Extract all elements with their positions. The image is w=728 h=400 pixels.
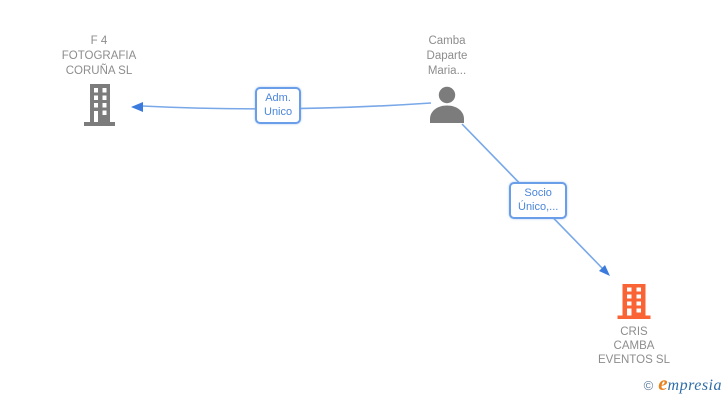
node-name-line: F 4 [90, 35, 108, 47]
node-name-line: Camba [428, 35, 466, 47]
node-name-line: CRIS [620, 326, 648, 338]
building-icon [83, 84, 115, 126]
edge-label-adm-unico[interactable]: Adm. Unico [255, 87, 302, 124]
person-icon [430, 86, 464, 123]
empresia-wordmark: empresia [658, 371, 722, 396]
node-cris-camba-eventos-sl[interactable]: CRIS CAMBA EVENTOS SL [564, 284, 704, 367]
edge-label-line: Adm. [265, 92, 291, 104]
edge-socio-unico-arrowhead [599, 265, 610, 276]
edge-adm-unico-arrowhead [131, 102, 143, 112]
edge-label-line: Único,... [518, 200, 559, 213]
node-name: Camba Daparte Maria... [427, 34, 468, 79]
node-name: CRIS CAMBA EVENTOS SL [598, 325, 670, 367]
node-name-line: CAMBA [613, 340, 655, 352]
edge-label-line: Unico [264, 105, 293, 118]
node-name-line: FOTOGRAFIA [61, 50, 137, 62]
building-icon [617, 284, 651, 319]
node-name-line: CORUÑA SL [65, 65, 133, 77]
node-camba-daparte-maria[interactable]: Camba Daparte Maria... [377, 34, 517, 123]
node-name-line: EVENTOS SL [597, 354, 670, 366]
node-name-line: Maria... [427, 65, 467, 77]
wordmark-initial: e [658, 371, 668, 395]
node-name-line: Daparte [426, 50, 468, 62]
edge-label-socio-unico[interactable]: Socio Único,... [509, 182, 568, 219]
wordmark-rest: mpresia [667, 377, 722, 394]
empresia-logo: © empresia [644, 371, 722, 396]
node-f4-fotografia-coruna-sl[interactable]: F 4 FOTOGRAFIA CORUÑA SL [29, 34, 169, 126]
node-name: F 4 FOTOGRAFIA CORUÑA SL [62, 34, 137, 79]
copyright-icon: © [643, 378, 654, 393]
edge-label-line: Socio [524, 187, 552, 199]
